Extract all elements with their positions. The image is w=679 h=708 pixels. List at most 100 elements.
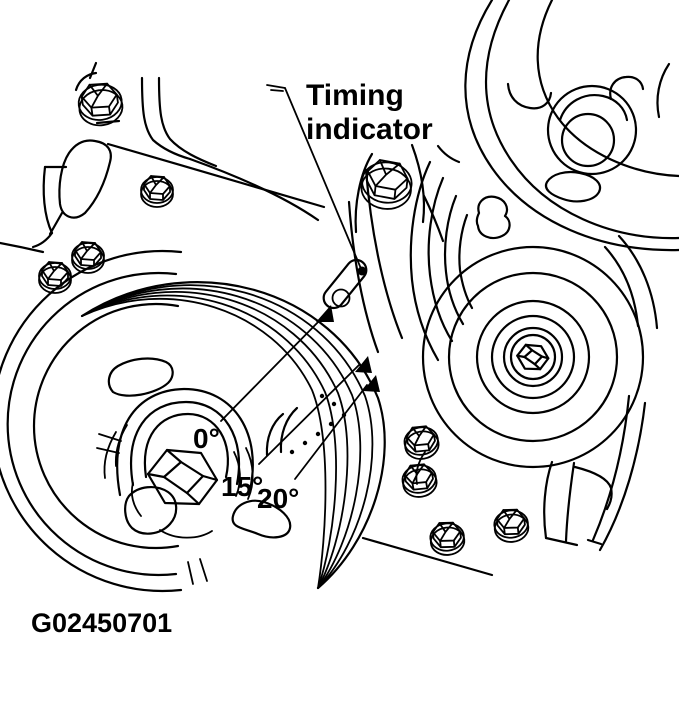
- leader-dot: [319, 393, 325, 399]
- rim-continuation: [619, 236, 657, 328]
- leader-dot: [289, 449, 295, 455]
- block-flange-outer: [142, 78, 190, 159]
- hub-arc: [246, 448, 253, 499]
- idler-pulley: [416, 247, 643, 484]
- hub-bore: [562, 114, 614, 166]
- groove-ring: [492, 316, 574, 398]
- timing-indicator-label-line2: indicator: [306, 113, 433, 146]
- timing-indicator: [267, 85, 370, 312]
- bolt: [401, 422, 442, 463]
- timing-indicator-label-line1: Timing: [306, 79, 404, 112]
- engine-block: [0, 63, 492, 575]
- bracket-arc: [593, 396, 629, 540]
- leader-dot: [328, 421, 334, 427]
- rib: [82, 285, 372, 588]
- bolt: [71, 241, 105, 274]
- lightening-hole: [508, 84, 551, 108]
- leader-0: [221, 316, 324, 421]
- figure-caption: G02450701: [31, 608, 172, 638]
- spoke: [99, 434, 121, 441]
- kidney-hole: [233, 501, 291, 538]
- hub-arc: [160, 530, 212, 538]
- hub-highlight: [560, 95, 627, 120]
- bracket-leg: [424, 196, 443, 241]
- block-left-edge: [33, 233, 52, 247]
- indicator-leader-line: [285, 88, 362, 271]
- leader-dot: [341, 412, 347, 418]
- bracket-edge: [356, 154, 372, 232]
- casting-line: [50, 213, 62, 234]
- block-face-edge: [190, 159, 318, 220]
- degree-leaders: [221, 316, 367, 479]
- groove-ring: [423, 247, 643, 467]
- hub-arc: [131, 402, 239, 485]
- spoke: [188, 562, 193, 584]
- rim-continuation: [605, 247, 638, 326]
- hub: [104, 389, 252, 538]
- hub-arc: [104, 432, 116, 478]
- top-right-pulley: [465, 0, 679, 328]
- leader-dot: [331, 401, 337, 407]
- timing-mark-20: [363, 375, 380, 392]
- bolt: [38, 261, 72, 294]
- casting-line: [90, 63, 96, 78]
- leader-dot: [302, 440, 308, 446]
- block-left-edge: [44, 167, 52, 233]
- rim-inner: [486, 0, 679, 238]
- crank-center-bolt: [146, 448, 219, 506]
- water-pump-pulley-arcs: [411, 162, 472, 360]
- casting-boss: [59, 141, 110, 218]
- indicator-hole: [333, 290, 350, 307]
- hub-hole: [548, 86, 636, 174]
- kidney-hole-partial: [267, 414, 283, 455]
- bracket-edge: [544, 462, 552, 538]
- block-lower-edge: [363, 538, 492, 575]
- kidney-hole: [125, 487, 176, 534]
- spoke-lines: [97, 434, 207, 584]
- hub-arc: [234, 452, 240, 496]
- arc: [445, 196, 463, 324]
- bracket-edge: [546, 538, 577, 545]
- crankshaft-pulley: [0, 251, 385, 591]
- block-flange-inner: [159, 78, 216, 166]
- leader-tail-hatch: [267, 85, 285, 91]
- dish-edge: [538, 0, 679, 176]
- timing-marks: [316, 305, 380, 392]
- rib: [82, 299, 326, 588]
- lightening-hole: [610, 77, 643, 99]
- rib: [82, 295, 336, 588]
- bracket-edge: [588, 540, 601, 544]
- casting-line: [97, 121, 119, 123]
- groove-ring: [477, 301, 589, 413]
- lightening-hole: [546, 172, 600, 201]
- groove-ring: [511, 335, 555, 379]
- leader-dot: [315, 431, 321, 437]
- bracket-arc: [600, 403, 645, 550]
- block-left-edge: [0, 243, 43, 252]
- kidney-hole: [109, 359, 173, 396]
- casting-line: [76, 73, 96, 90]
- belt-groove-ribs: [82, 282, 385, 588]
- spoke: [97, 448, 119, 453]
- timing-mark-15: [355, 356, 372, 373]
- lower-bracket: [544, 396, 645, 550]
- arc: [459, 215, 472, 308]
- leader-15: [259, 365, 359, 464]
- groove-ring: [504, 328, 562, 386]
- rim-outer: [0, 251, 181, 591]
- bolt: [399, 460, 440, 501]
- groove-ring: [449, 273, 617, 441]
- leader-20: [295, 385, 367, 479]
- rim-outer: [465, 0, 679, 250]
- arc: [429, 178, 452, 341]
- bolt: [140, 175, 174, 208]
- boss: [477, 197, 510, 238]
- bracket-edge: [438, 146, 459, 162]
- spoke: [200, 559, 207, 581]
- dish-ring: [34, 304, 178, 548]
- rib: [82, 292, 347, 588]
- degree-label-15: 15°: [221, 471, 263, 502]
- arc: [411, 162, 438, 360]
- block-face-edge: [108, 144, 324, 207]
